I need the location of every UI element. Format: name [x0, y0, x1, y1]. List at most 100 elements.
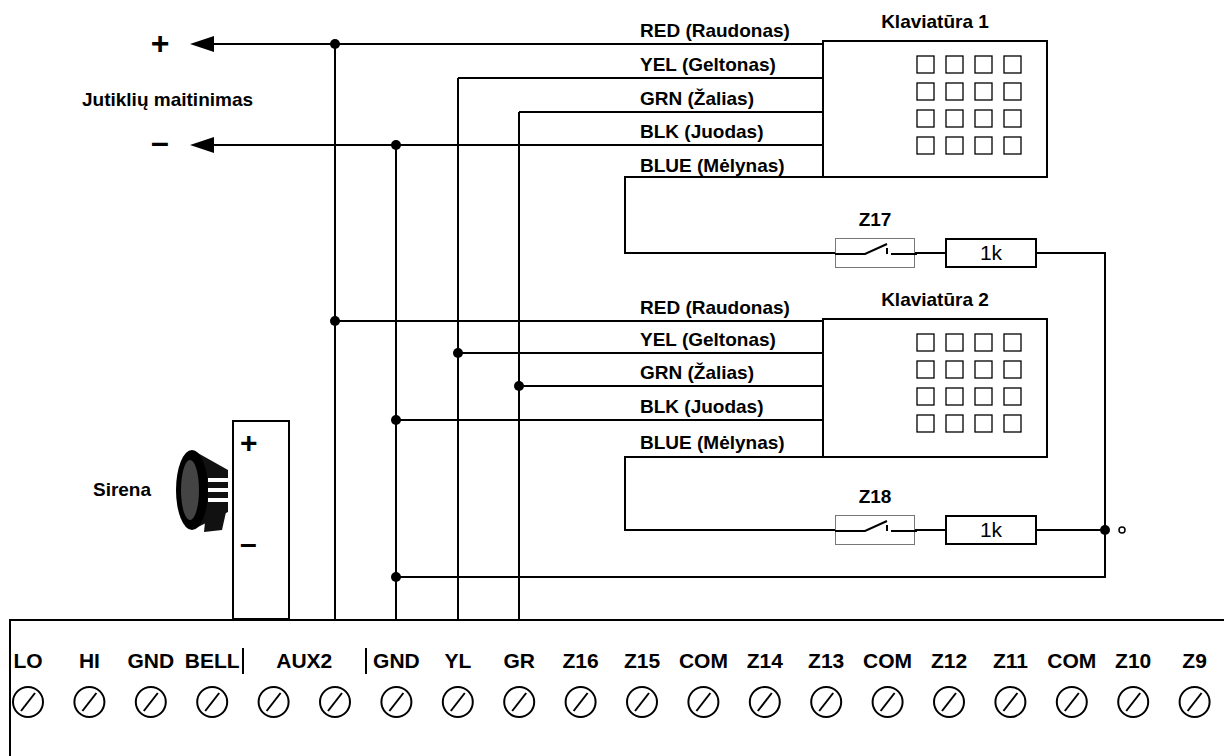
terminal-label: YL — [444, 649, 471, 672]
zone-label: Z17 — [859, 210, 892, 231]
screw — [1118, 687, 1148, 717]
terminal-label: Z11 — [993, 649, 1028, 672]
screw-slot — [1126, 693, 1140, 711]
terminal-separator — [243, 648, 366, 674]
key — [946, 388, 963, 405]
screw-slot — [819, 693, 833, 711]
terminal-label: GND — [127, 649, 174, 672]
keypad-box: Klaviatūra 1 — [822, 40, 1048, 178]
key — [975, 110, 992, 127]
key — [917, 334, 934, 351]
screw — [259, 687, 289, 717]
screw — [688, 687, 718, 717]
key — [975, 137, 992, 154]
key — [975, 83, 992, 100]
key — [1004, 110, 1021, 127]
terminal-label: Z15 — [624, 649, 660, 672]
keypad-keys — [917, 56, 1021, 432]
switch-contact — [835, 244, 917, 254]
screw — [934, 687, 964, 717]
horn-mouth — [176, 450, 208, 530]
junction-dot — [1100, 525, 1110, 535]
zone-switch: Z18 — [835, 515, 915, 545]
key — [975, 415, 992, 432]
resistor-symbol: 1k — [945, 515, 1037, 545]
screw-slot — [389, 693, 403, 711]
key — [975, 56, 992, 73]
gnd-wire — [212, 145, 1105, 620]
wire-color-label: BLK (Juodas) — [640, 397, 764, 418]
wire-color-label: YEL (Geltonas) — [640, 330, 776, 351]
horn-bracket — [204, 512, 226, 532]
red-wire-2 — [335, 320, 822, 322]
polarity-sign: + — [151, 26, 170, 61]
terminal-label: Z9 — [1182, 649, 1207, 672]
grn-wire — [519, 112, 822, 620]
screw-slot — [1003, 693, 1017, 711]
resistor-value: 1k — [980, 241, 1002, 264]
wire-connector — [915, 252, 945, 254]
key — [917, 388, 934, 405]
wire-connector — [625, 457, 835, 530]
wire-connector — [625, 177, 835, 253]
screw-slot — [881, 693, 895, 711]
horn-stripe — [208, 478, 228, 482]
key — [917, 361, 934, 378]
terminal-point — [1119, 527, 1125, 533]
screw — [1180, 687, 1210, 717]
key — [1004, 415, 1021, 432]
terminal-label: Z14 — [747, 649, 783, 672]
junction-dot — [453, 348, 463, 358]
key — [975, 388, 992, 405]
polarity-sign: – — [151, 125, 169, 160]
terminal-label: HI — [79, 649, 100, 672]
key — [1004, 137, 1021, 154]
terminal-label: Z10 — [1115, 649, 1151, 672]
screw — [320, 687, 350, 717]
screw-slot — [1065, 693, 1079, 711]
horn-inner — [181, 460, 199, 520]
screw — [995, 687, 1025, 717]
screw-slot — [942, 693, 956, 711]
screw — [74, 687, 104, 717]
keypad-box: Klaviatūra 2 — [822, 318, 1048, 458]
terminal-label: Z12 — [931, 649, 967, 672]
screw — [443, 687, 473, 717]
junction-dot — [391, 572, 401, 582]
screw — [811, 687, 841, 717]
key — [917, 110, 934, 127]
siren-label: Sirena — [93, 480, 151, 501]
key — [975, 361, 992, 378]
wire-color-label: RED (Raudonas) — [640, 298, 790, 319]
screw — [504, 687, 534, 717]
resistor-symbol: 1k — [945, 238, 1037, 268]
horn-stripe — [208, 488, 228, 492]
key — [946, 56, 963, 73]
key — [975, 334, 992, 351]
wire-color-label: BLK (Juodas) — [640, 122, 764, 143]
screw — [197, 687, 227, 717]
key — [917, 415, 934, 432]
yel-wire — [458, 78, 822, 620]
screw-slot — [328, 693, 342, 711]
key — [946, 110, 963, 127]
key — [946, 334, 963, 351]
terminal-screws — [13, 687, 1210, 717]
wire-color-label: YEL (Geltonas) — [640, 55, 776, 76]
junction-dot — [330, 316, 340, 326]
junction-dot — [330, 39, 340, 49]
zone-switch: Z17 — [835, 238, 915, 268]
wire-color-label: BLUE (Mėlynas) — [640, 433, 785, 454]
screw-slot — [758, 693, 772, 711]
polarity-sign: + — [240, 426, 258, 459]
key — [1004, 56, 1021, 73]
screw — [627, 687, 657, 717]
switch-contact — [835, 521, 917, 531]
terminal-label: BELL — [185, 649, 240, 672]
terminal-label: COM — [679, 649, 728, 672]
keypad-title: Klaviatūra 2 — [881, 290, 989, 311]
screw — [136, 687, 166, 717]
siren-horn — [176, 450, 228, 532]
arrow-head — [190, 36, 214, 52]
